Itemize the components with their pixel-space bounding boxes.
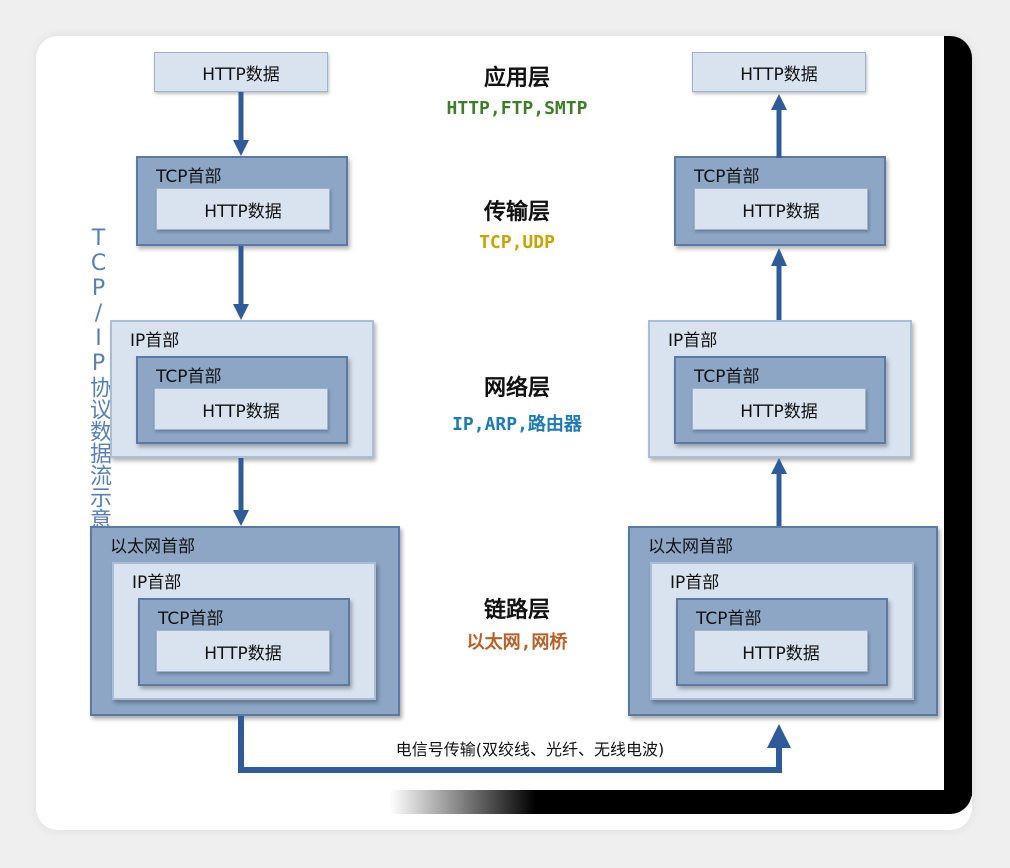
http-data-label: HTTP数据 [742,643,820,664]
left-link-ip-header: IP首部 TCP首部 HTTP数据 [112,562,376,700]
tcp-header-label: TCP首部 [694,367,760,387]
layer-protocols-link: 以太网,网桥 [466,632,568,653]
right-network-tcp-header: TCP首部 HTTP数据 [674,356,886,444]
left-app-http-data: HTTP数据 [154,52,328,92]
right-transport-http-data: HTTP数据 [694,188,868,230]
left-transport-http-data: HTTP数据 [156,188,330,230]
layer-name-transport: 传输层 [483,200,550,225]
diagram-title: TCP/IP协议数据流示意图 [86,226,111,552]
screen-edge [390,790,972,814]
signal-wire [238,716,782,773]
ethernet-header-label: 以太网首部 [648,537,733,557]
right-link-ip-header: IP首部 TCP首部 HTTP数据 [650,562,914,700]
ip-header-label: IP首部 [668,331,718,351]
left-link-tcp-header: TCP首部 HTTP数据 [138,598,350,686]
http-data-label: HTTP数据 [204,643,282,664]
layer-name-network: 网络层 [483,376,550,401]
tcp-header-label: TCP首部 [158,609,224,629]
http-data-label: HTTP数据 [202,401,280,422]
http-data-label: HTTP数据 [740,401,818,422]
layer-name-link: 链路层 [483,598,550,623]
http-data-label: HTTP数据 [202,64,280,85]
layer-name-application: 应用层 [483,66,550,91]
tcp-header-label: TCP首部 [156,367,222,387]
screen-edge [944,36,972,796]
tcp-header-label: TCP首部 [696,609,762,629]
up-arrow-heads [771,94,787,474]
left-link-ethernet-header: 以太网首部 IP首部 TCP首部 HTTP数据 [90,526,400,716]
layer-protocols-application: HTTP,FTP,SMTP [446,98,588,119]
ip-header-label: IP首部 [670,573,720,593]
left-network-http-data: HTTP数据 [154,388,328,430]
layer-protocols-transport: TCP,UDP [479,232,555,253]
down-arrow-heads [233,140,249,526]
right-app-http-data: HTTP数据 [692,52,866,92]
ethernet-header-label: 以太网首部 [110,537,195,557]
signal-transmission-label: 电信号传输(双绞线、光纤、无线电波) [395,740,665,759]
flow-arrows [233,92,791,773]
right-transport-tcp-header: TCP首部 HTTP数据 [674,156,886,246]
tcp-header-label: TCP首部 [156,167,222,187]
http-data-label: HTTP数据 [742,201,820,222]
tcp-header-label: TCP首部 [694,167,760,187]
signal-wire-arrowhead [767,724,791,748]
http-data-label: HTTP数据 [204,201,282,222]
right-link-ethernet-header: 以太网首部 IP首部 TCP首部 HTTP数据 [628,526,938,716]
ip-header-label: IP首部 [130,331,180,351]
left-network-tcp-header: TCP首部 HTTP数据 [136,356,348,444]
right-link-http-data: HTTP数据 [694,630,868,672]
left-link-http-data: HTTP数据 [156,630,330,672]
http-data-label: HTTP数据 [740,64,818,85]
right-network-http-data: HTTP数据 [692,388,866,430]
diagram-card: TCP/IP协议数据流示意图 HTTP数据 TCP首部 HTTP数据 IP首部 … [36,36,972,830]
right-network-ip-header: IP首部 TCP首部 HTTP数据 [648,320,912,458]
left-transport-tcp-header: TCP首部 HTTP数据 [136,156,348,246]
ip-header-label: IP首部 [132,573,182,593]
layer-protocols-network: IP,ARP,路由器 [452,414,582,435]
left-network-ip-header: IP首部 TCP首部 HTTP数据 [110,320,374,458]
right-link-tcp-header: TCP首部 HTTP数据 [676,598,888,686]
